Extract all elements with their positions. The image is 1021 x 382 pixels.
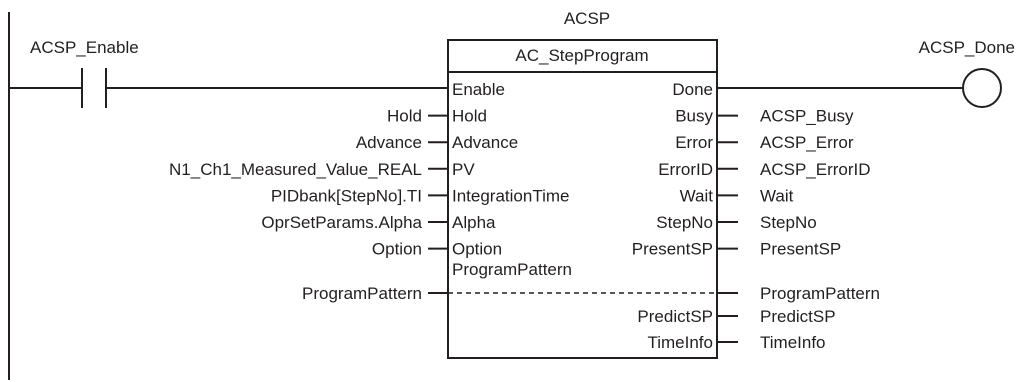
input-pin-hold: Hold	[452, 107, 487, 126]
output-coil[interactable]	[962, 68, 1002, 108]
input-variable-alpha: OprSetParams.Alpha	[261, 213, 422, 232]
output-pin-presentsp: PresentSP	[632, 240, 713, 259]
input-variable-advance: Advance	[356, 133, 422, 152]
function-block-type: AC_StepProgram	[515, 46, 648, 65]
input-variable-hold: Hold	[387, 107, 422, 126]
output-pin-timeinfo: TimeInfo	[647, 333, 713, 352]
instance-name: ACSP	[564, 9, 610, 28]
output-pin-done: Done	[672, 80, 713, 99]
output-variable-timeinfo: TimeInfo	[760, 333, 826, 352]
input-pin-enable: Enable	[452, 80, 505, 99]
input-pin-advance: Advance	[452, 133, 518, 152]
output-variable-presentsp: PresentSP	[760, 240, 841, 259]
input-variable-pv: N1_Ch1_Measured_Value_REAL	[169, 160, 422, 179]
output-pin-stepno: StepNo	[656, 213, 713, 232]
output-variable-error: ACSP_Error	[760, 133, 854, 152]
input-pin-pv: PV	[452, 160, 475, 179]
output-pin-busy: Busy	[675, 107, 713, 126]
inout-output-variable: ProgramPattern	[760, 284, 880, 303]
input-pin-integrationtime: IntegrationTime	[452, 186, 569, 205]
inout-input-variable: ProgramPattern	[302, 284, 422, 303]
contact-label: ACSP_Enable	[30, 38, 139, 57]
inout-pin-programpattern: ProgramPattern	[452, 260, 572, 279]
function-block[interactable]	[447, 39, 718, 359]
output-variable-stepno: StepNo	[760, 213, 817, 232]
output-pin-wait: Wait	[680, 186, 714, 205]
output-variable-wait: Wait	[760, 186, 794, 205]
input-variable-option: Option	[372, 240, 422, 259]
output-pin-predictsp: PredictSP	[637, 307, 713, 326]
output-variable-predictsp: PredictSP	[760, 307, 836, 326]
output-pin-errorid: ErrorID	[658, 160, 713, 179]
output-pin-error: Error	[675, 133, 713, 152]
input-pin-option: Option	[452, 240, 502, 259]
input-pin-alpha: Alpha	[452, 213, 496, 232]
output-variable-errorid: ACSP_ErrorID	[760, 160, 871, 179]
coil-label: ACSP_Done	[919, 38, 1015, 57]
input-variable-integrationtime: PIDbank[StepNo].TI	[271, 186, 422, 205]
output-variable-busy: ACSP_Busy	[760, 107, 854, 126]
